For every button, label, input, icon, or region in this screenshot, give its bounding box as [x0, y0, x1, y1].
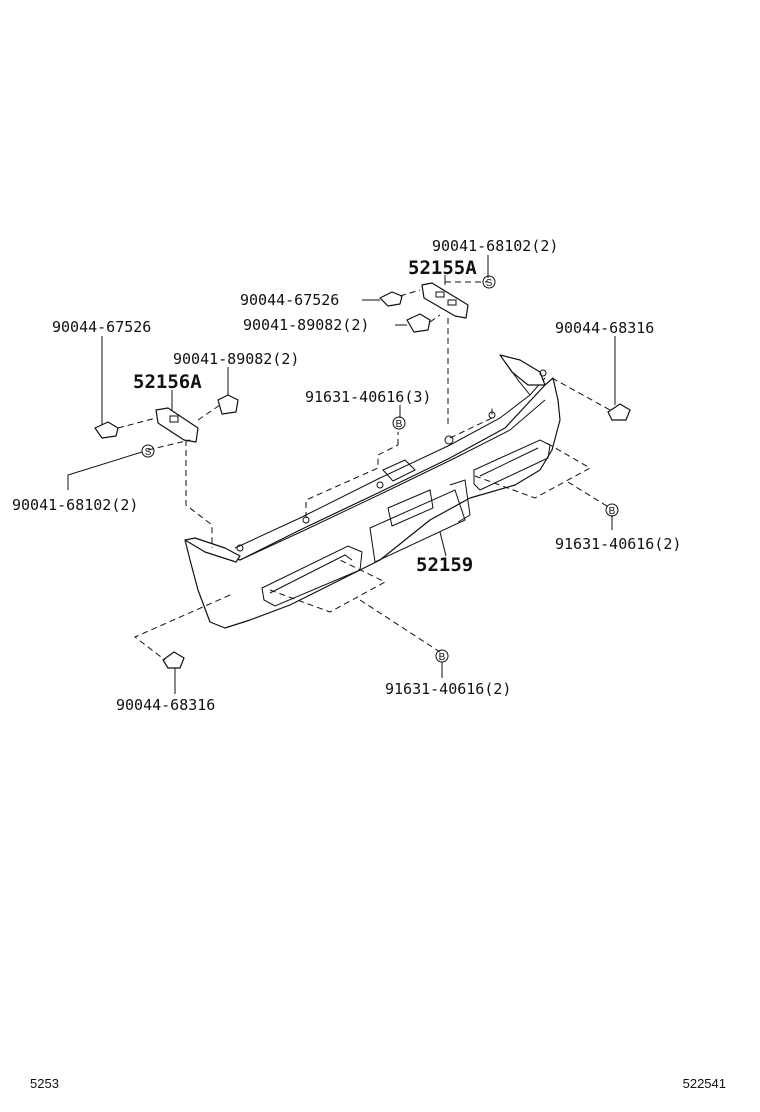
label-91631-40616-3: 91631-40616(3): [305, 388, 431, 406]
label-90044-68316-bottom: 90044-68316: [116, 696, 215, 714]
label-52155A: 52155A: [408, 257, 477, 279]
label-90041-89082-top: 90041-89082(2): [243, 316, 369, 334]
marker-s-top-text: S: [486, 278, 493, 289]
fasteners: [94, 291, 631, 669]
label-90044-67526-left: 90044-67526: [52, 318, 151, 336]
label-91631-40616-right: 91631-40616(2): [555, 535, 681, 553]
label-90041-89082-left: 90041-89082(2): [173, 350, 299, 368]
leader-lines: [67, 255, 616, 694]
label-52159: 52159: [416, 554, 473, 576]
marker-b-top-text: B: [396, 419, 403, 430]
bracket-52156A: [155, 407, 199, 443]
marker-s-left: [141, 444, 155, 458]
dashed-lines: [117, 281, 611, 661]
marker-b-bottom-text: B: [439, 652, 446, 663]
label-90044-67526-top: 90044-67526: [240, 291, 339, 309]
marker-b-bottom: [435, 649, 449, 663]
part-labels: 90041-68102(2) 52155A 90044-67526 90041-…: [12, 237, 681, 714]
label-90041-68102-top: 90041-68102(2): [432, 237, 558, 255]
footer-left-code: 5253: [30, 1076, 59, 1091]
label-52156A: 52156A: [133, 371, 202, 393]
label-90044-68316-right: 90044-68316: [555, 319, 654, 337]
marker-b-top: [392, 416, 406, 430]
label-91631-40616-bottom: 91631-40616(2): [385, 680, 511, 698]
footer-right-code: 522541: [683, 1076, 726, 1091]
marker-b-right: [605, 503, 619, 517]
marker-s-left-text: S: [145, 447, 152, 458]
marker-b-right-text: B: [609, 506, 616, 517]
markers: S S B B B: [141, 275, 619, 663]
bracket-52155A: [421, 282, 469, 319]
label-90041-68102-left: 90041-68102(2): [12, 496, 138, 514]
marker-s-top: [482, 275, 496, 289]
